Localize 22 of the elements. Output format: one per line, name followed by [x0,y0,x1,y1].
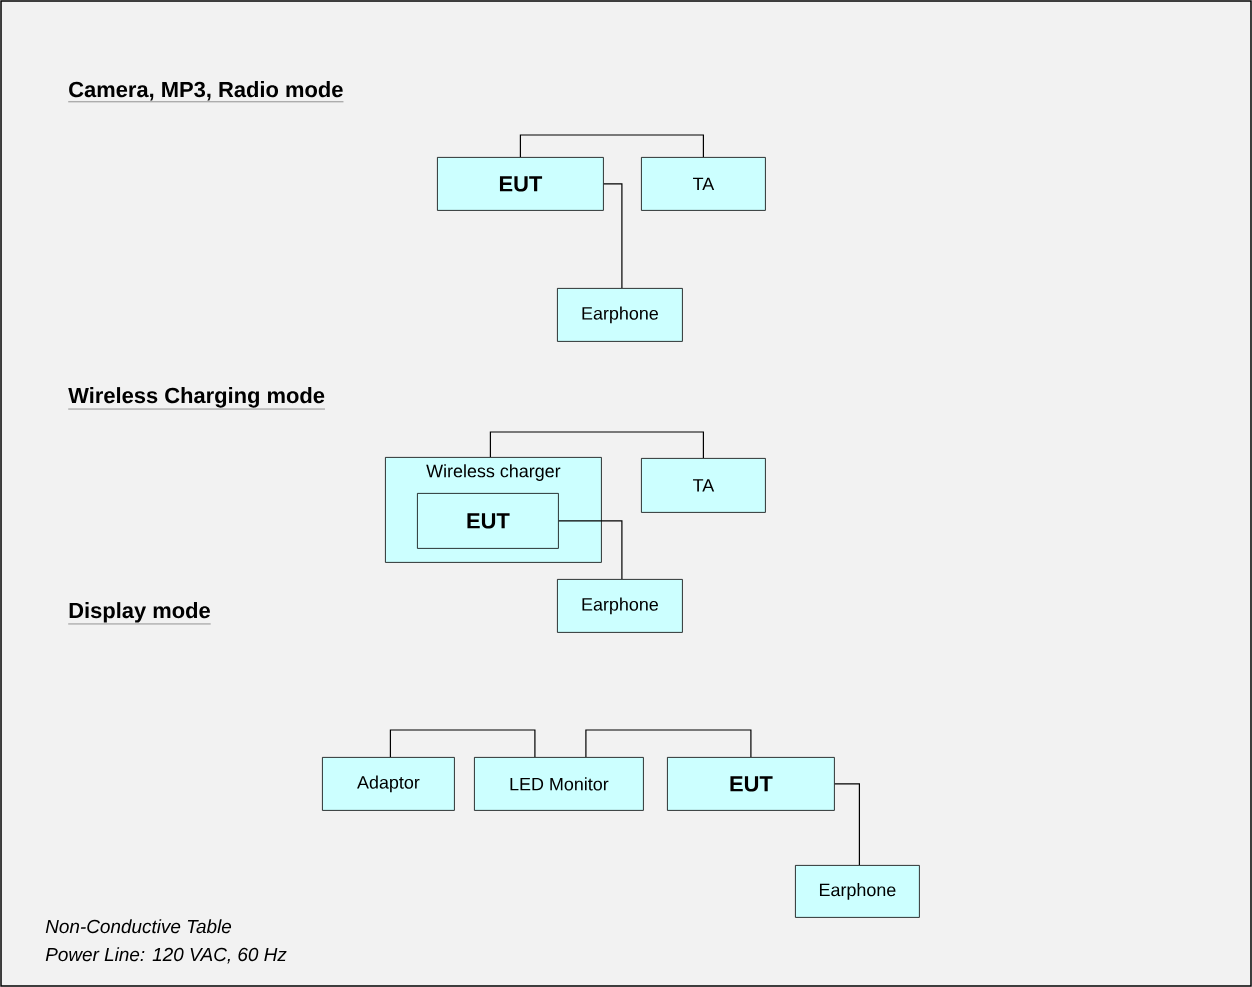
connector-line [489,431,704,459]
connector-line [389,729,536,758]
device-box: Earphone [557,288,683,342]
note-text: Non-Conductive Table [45,919,232,934]
connector-line [834,783,860,866]
device-box: Earphone [557,579,683,633]
device-box: Earphone [795,865,920,918]
device-box: TA [641,458,766,513]
device-box: Adaptor [322,757,455,811]
section-heading: Display mode [68,602,211,625]
device-box: EUT [417,493,559,549]
connector-line [519,134,704,158]
note-text: Power Line: 120 VAC, 60 Hz [45,947,287,964]
device-box: EUT [667,757,835,811]
device-box: LED Monitor [474,757,644,811]
section-heading: Camera, MP3, Radio mode [68,81,344,102]
section-heading: Wireless Charging mode [68,387,326,410]
device-box: EUT [437,157,604,211]
device-box: TA [641,157,766,211]
connector-line [558,520,623,580]
connector-line [603,183,623,289]
connector-line [585,729,752,758]
